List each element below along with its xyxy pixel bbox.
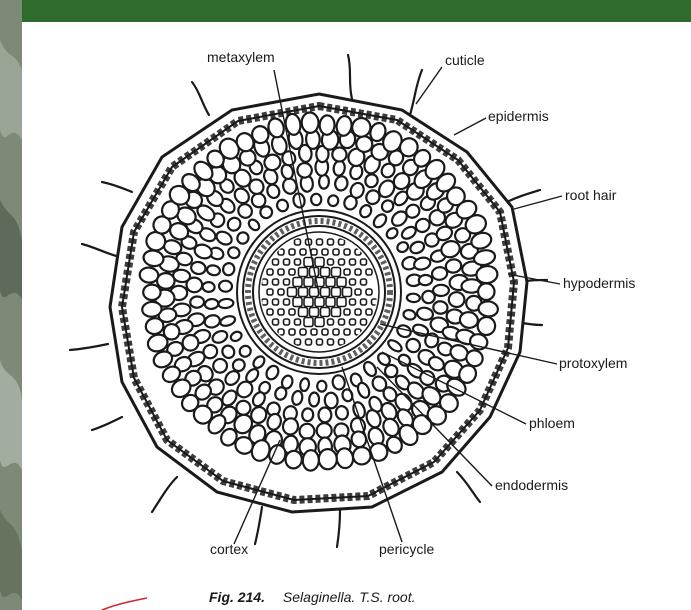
label-endodermis: endodermis — [495, 477, 568, 493]
selaginella-root-diagram: metaxylem cuticle epidermis root hair hy… — [22, 22, 691, 610]
label-epidermis: epidermis — [488, 108, 549, 124]
textbook-page: metaxylem cuticle epidermis root hair hy… — [22, 22, 691, 610]
label-cortex: cortex — [210, 541, 248, 557]
caption-text: Selaginella. T.S. root. — [283, 589, 416, 605]
stone-texture-strip — [0, 0, 22, 610]
label-root-hair: root hair — [565, 187, 617, 203]
label-cuticle: cuticle — [445, 52, 485, 68]
label-phloem: phloem — [529, 415, 575, 431]
label-pericycle: pericycle — [379, 541, 434, 557]
label-hypodermis: hypodermis — [563, 275, 635, 291]
label-metaxylem: metaxylem — [207, 49, 275, 65]
red-pen-mark — [102, 598, 147, 610]
figure-caption: Fig. 214. Selaginella. T.S. root. — [209, 589, 415, 605]
caption-number: Fig. 214. — [209, 589, 265, 605]
label-protoxylem: protoxylem — [559, 355, 627, 371]
